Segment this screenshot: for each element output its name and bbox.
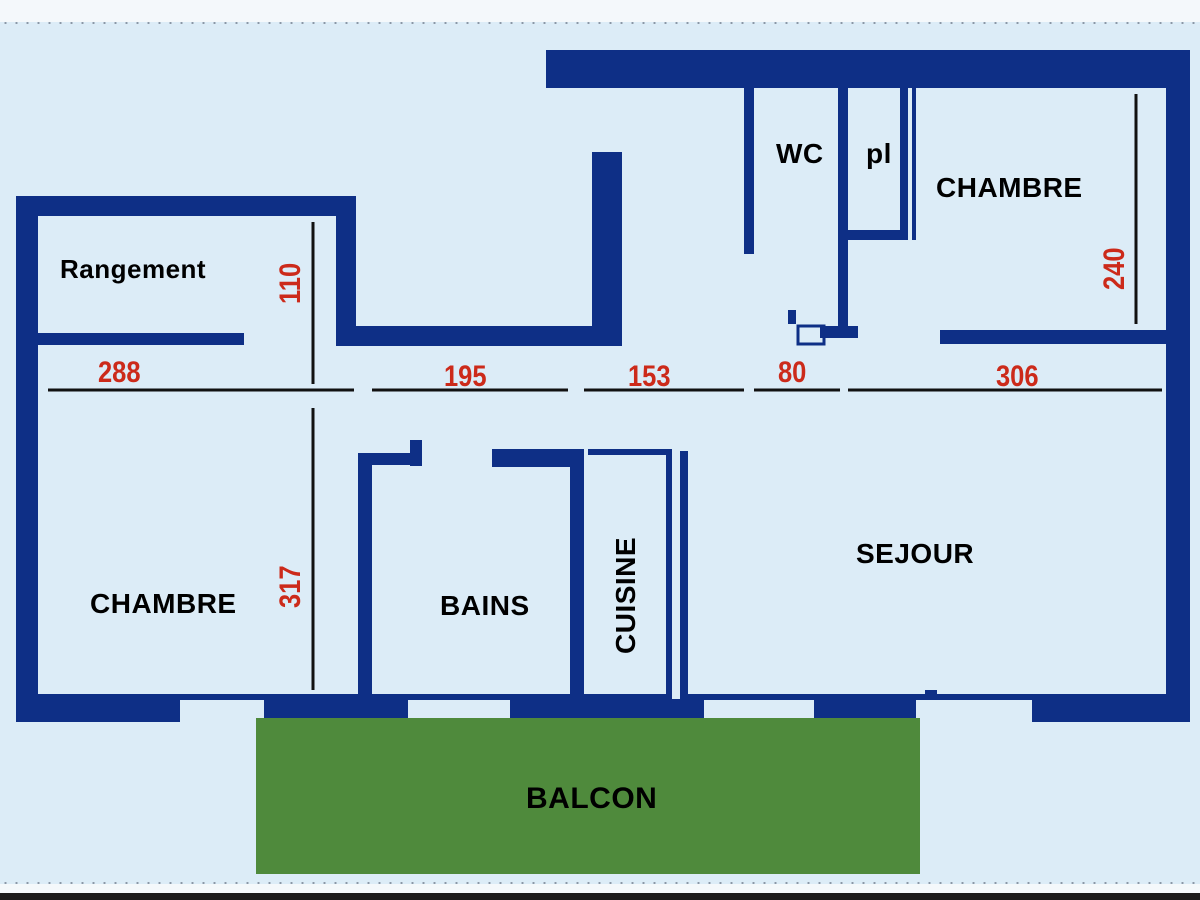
dimension-110: 110 [274,262,307,304]
wall-top-right [546,50,1188,88]
wall-bottom-seg-1 [16,694,180,722]
bottom-dotted-border [0,882,1200,884]
balcony-area [256,718,920,874]
dimension-195: 195 [444,360,487,393]
wall-bains-top-left [358,453,418,465]
wall-bains-right [570,449,584,703]
dimension-80: 80 [778,356,807,389]
wall-right [1166,50,1190,722]
room-label-wc: WC [776,138,824,169]
dimension-317: 317 [274,565,307,608]
wall-cuisine-right-outer [680,451,688,699]
wall-top-left [16,196,356,216]
room-label-cuisine: CUISINE [610,536,641,654]
room-label-sejour: SEJOUR [856,538,975,569]
wall-wc-right [838,88,848,338]
wall-hall-top [336,326,622,346]
top-dotted-border [0,22,1200,24]
wall-pl-bottom [838,230,904,240]
wall-wc-foot [820,326,858,338]
dimension-240: 240 [1098,247,1131,290]
wall-cuisine-top [588,449,670,455]
wall-bottom-line [16,694,1190,700]
wall-cuisine-right [666,449,672,699]
wall-bottom-seg-3 [510,698,704,718]
bottom-edge [0,893,1200,900]
wall-bottom-seg-5 [1032,696,1190,722]
wall-wc-door-jamb [788,310,796,324]
room-label-chambre-left: CHAMBRE [90,588,237,619]
wall-bottom-seg-4 [814,698,916,718]
wall-pl-right [900,88,908,240]
wall-rangement-right [336,196,356,346]
dimension-lines [48,94,1162,690]
dimension-306: 306 [996,360,1039,393]
room-label-pl: pl [866,138,892,169]
room-label-bains: BAINS [440,590,530,621]
dimension-153: 153 [628,360,671,393]
wall-wc-left [744,88,754,254]
room-label-rangement: Rangement [60,254,207,284]
cuisine-wall-gap [672,451,680,699]
wall-chambre-right-bottom [940,330,1168,344]
wall-pl-right-thin [912,88,916,240]
walls [16,50,1190,722]
wall-rangement-divider [38,333,244,345]
wall-bains-jamb [410,440,422,466]
wall-bains-top-right [492,449,584,467]
dimension-288: 288 [98,356,141,389]
wall-bottom-notch [925,690,937,698]
wall-bottom-seg-2 [264,698,408,718]
room-label-chambre-right: CHAMBRE [936,172,1083,203]
room-label-balcon: BALCON [526,782,658,815]
wc-door-frame [796,324,826,346]
wall-left [16,196,38,722]
wall-bains-left [358,453,372,703]
wall-stub-vertical [592,152,622,346]
